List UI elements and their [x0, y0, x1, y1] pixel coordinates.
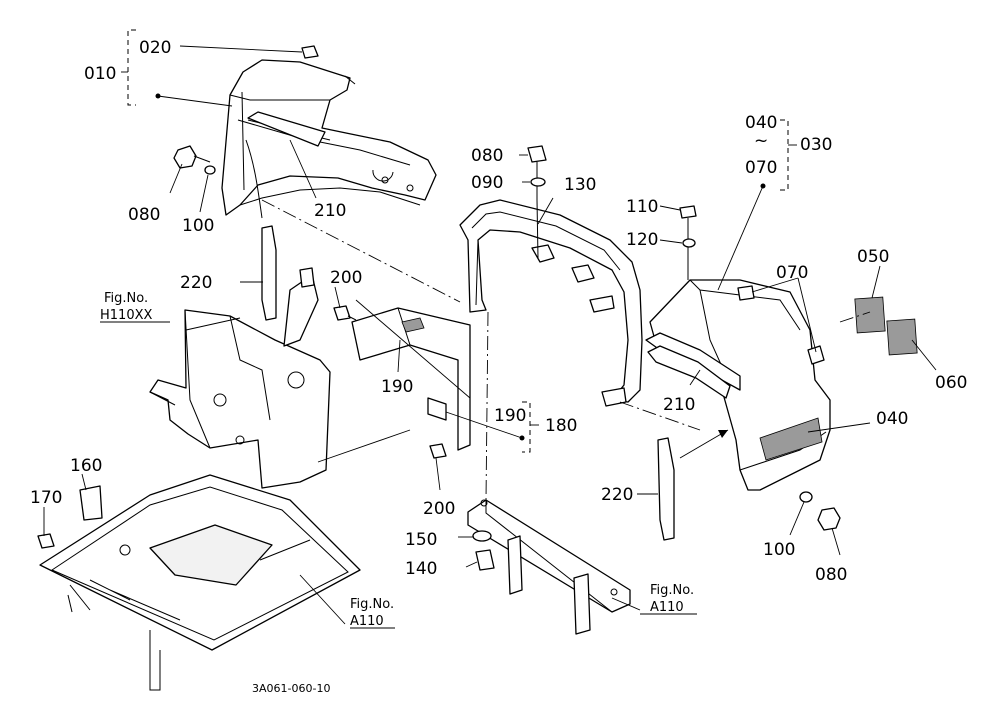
- screw-110[interactable]: [679, 205, 697, 280]
- part-label-100: 100: [763, 540, 795, 560]
- bolt-170[interactable]: [37, 533, 55, 549]
- screw-200-upper[interactable]: [333, 305, 357, 321]
- part-label-130: 130: [564, 175, 596, 195]
- part-label-180: 180: [545, 416, 577, 436]
- part-label-210: 210: [314, 201, 346, 221]
- clip-070-a[interactable]: [737, 285, 755, 301]
- washer-090[interactable]: [530, 177, 546, 187]
- part-label-050: 050: [857, 247, 889, 267]
- washer-120[interactable]: [682, 238, 696, 248]
- leader-lines: [43, 45, 937, 625]
- part-label-190: 190: [494, 406, 526, 426]
- washer-100-right[interactable]: [799, 491, 813, 503]
- part-label-040: 040: [876, 409, 908, 429]
- part-label-200: 200: [423, 499, 455, 519]
- washer-150[interactable]: [472, 530, 492, 542]
- panel-190-part[interactable]: [351, 307, 471, 451]
- bracket-180: [522, 401, 531, 453]
- part-label-220: 220: [601, 485, 633, 505]
- part-label-140: 140: [405, 559, 437, 579]
- decal-050[interactable]: [854, 296, 886, 334]
- part-label-190: 190: [381, 377, 413, 397]
- clip-070-b[interactable]: [807, 345, 825, 365]
- decal-060[interactable]: [886, 318, 918, 356]
- centerline: [261, 199, 461, 303]
- rubber-strip-220-right[interactable]: [657, 437, 675, 541]
- fig-ref-h110-code: H110XX: [100, 308, 152, 323]
- part-label-070: 070: [776, 263, 808, 283]
- part-label-030: 030: [800, 135, 832, 155]
- arrow-indicator: [679, 429, 729, 459]
- part-label-020: 020: [139, 38, 171, 58]
- bracket-010: [127, 29, 136, 106]
- part-label-090: 090: [471, 173, 503, 193]
- left-fender-part[interactable]: [221, 59, 437, 216]
- fig-ref-a110-right-code: A110: [650, 600, 684, 615]
- bolt-080-right[interactable]: [817, 507, 841, 531]
- part-label-110: 110: [626, 197, 658, 217]
- part-label-080: 080: [128, 205, 160, 225]
- part-label-060: 060: [935, 373, 967, 393]
- drawing-code: 3A061-060-10: [252, 682, 330, 695]
- clip-160[interactable]: [79, 485, 103, 521]
- control-stand-part[interactable]: [149, 267, 331, 489]
- centerline: [619, 401, 701, 431]
- rubber-strip-220-left[interactable]: [261, 225, 277, 321]
- floor-plate-part[interactable]: [39, 474, 361, 691]
- bolt-080-center[interactable]: [527, 145, 547, 259]
- part-label-040: 040: [745, 113, 777, 133]
- bolt-080-left[interactable]: [173, 145, 211, 169]
- fig-ref-a110-left-title: Fig.No.: [350, 597, 394, 612]
- clip-020[interactable]: [301, 45, 319, 59]
- part-label-080: 080: [471, 146, 503, 166]
- part-label-150: 150: [405, 530, 437, 550]
- washer-100-left[interactable]: [204, 165, 216, 175]
- part-label-100: 100: [182, 216, 214, 236]
- fender-trim-line: [245, 139, 263, 219]
- screw-200-lower[interactable]: [429, 443, 447, 459]
- bracket-030: [780, 119, 789, 191]
- part-label-210: 210: [663, 395, 695, 415]
- fig-ref-h110-title: Fig.No.: [104, 291, 148, 306]
- centerline: [485, 311, 489, 501]
- part-label-070: 070: [745, 158, 777, 178]
- part-label-120: 120: [626, 230, 658, 250]
- fig-ref-a110-left-code: A110: [350, 614, 384, 629]
- fig-ref-a110-right-title: Fig.No.: [650, 583, 694, 598]
- step-bracket-part[interactable]: [467, 499, 631, 635]
- frame-130-part[interactable]: [459, 199, 643, 407]
- part-label-220: 220: [180, 273, 212, 293]
- part-label-010: 010: [84, 64, 116, 84]
- bolt-140[interactable]: [475, 549, 495, 571]
- tilde-separator: ~: [754, 131, 768, 151]
- part-label-080: 080: [815, 565, 847, 585]
- centerline: [839, 311, 871, 323]
- part-label-170: 170: [30, 488, 62, 508]
- part-label-200: 200: [330, 268, 362, 288]
- rubber-210-right[interactable]: [645, 332, 741, 399]
- part-label-160: 160: [70, 456, 102, 476]
